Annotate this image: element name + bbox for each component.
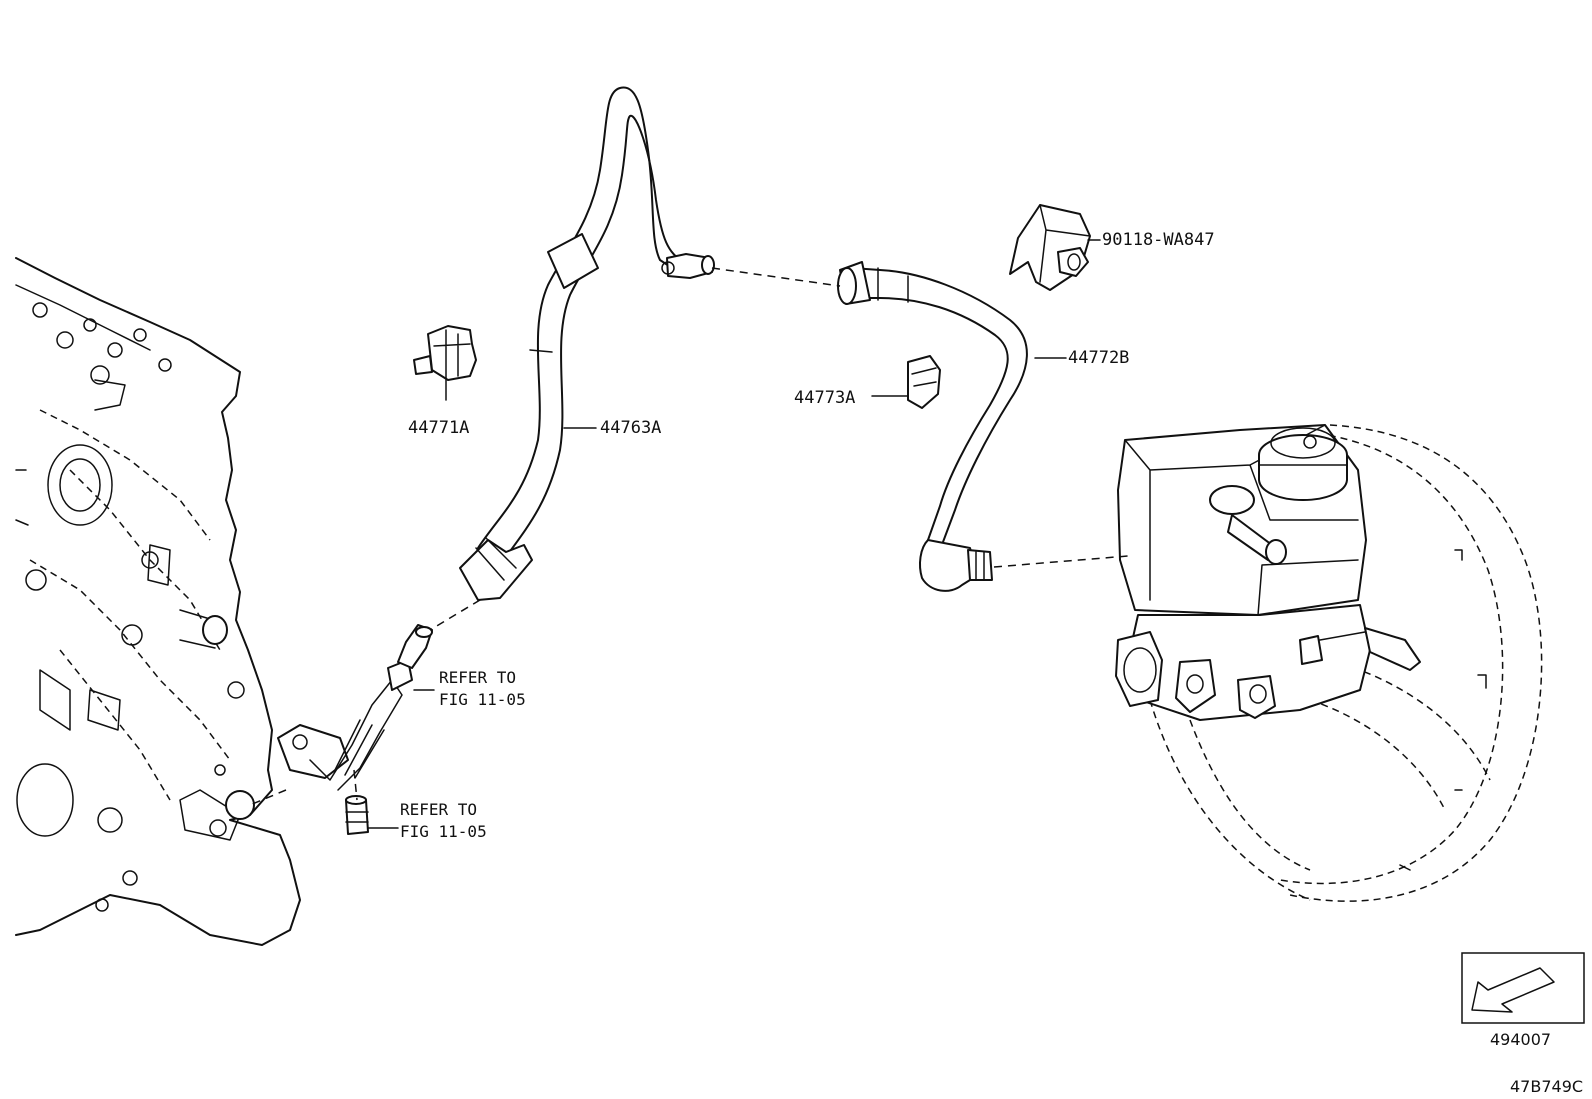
callout-leaders bbox=[367, 689, 435, 829]
orientation-code: 494007 bbox=[1490, 1030, 1551, 1049]
check-valve-90118 bbox=[1009, 204, 1101, 291]
refer-bottom-line1: REFER TO bbox=[400, 800, 477, 819]
connection-lines bbox=[249, 267, 1129, 806]
vacuum-hose-44763a bbox=[459, 86, 715, 601]
callout-44771a: 44771A bbox=[408, 418, 469, 438]
clip-44773a bbox=[871, 355, 941, 409]
refer-bottom-line2: FIG 11-05 bbox=[400, 822, 487, 841]
brake-booster bbox=[1115, 424, 1543, 902]
callout-44763a: 44763A bbox=[600, 418, 661, 438]
orientation-arrow-icon bbox=[1461, 952, 1585, 1024]
callout-44772b: 44772B bbox=[1068, 348, 1129, 368]
diagram-code: 47B749C bbox=[1510, 1077, 1583, 1096]
refer-top-line1: REFER TO bbox=[439, 668, 516, 687]
callout-44773a: 44773A bbox=[794, 388, 855, 408]
engine-block bbox=[15, 257, 301, 946]
callout-90118-wa847: 90118-WA847 bbox=[1102, 230, 1215, 250]
vacuum-hose-44772b bbox=[837, 261, 1067, 592]
engine-vacuum-fitting bbox=[277, 624, 433, 835]
clamp-44771a bbox=[413, 325, 477, 401]
refer-top-line2: FIG 11-05 bbox=[439, 690, 526, 709]
